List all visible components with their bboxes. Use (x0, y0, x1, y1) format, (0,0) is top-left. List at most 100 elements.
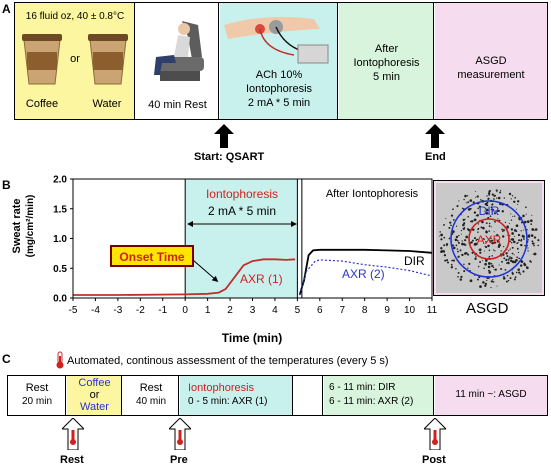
sweat-dot (474, 190, 476, 192)
sweat-dot (485, 222, 488, 225)
sweat-dot (513, 254, 515, 256)
end-label: End (425, 151, 446, 163)
sweat-dot (533, 236, 537, 239)
sweat-dot (443, 254, 447, 257)
sweat-dot (487, 192, 491, 195)
x-tick-label: -3 (113, 305, 122, 316)
sweat-dot (484, 245, 486, 247)
sweat-dot (513, 200, 516, 204)
sweat-dot (520, 243, 523, 247)
sweat-dot (474, 257, 477, 261)
sweat-dot (519, 273, 522, 275)
sweat-dot (492, 208, 495, 211)
x-tick-label: -5 (69, 305, 78, 316)
sweat-dot (493, 242, 495, 244)
sweat-dot (467, 253, 470, 256)
sweat-dot (446, 261, 450, 264)
sweat-dot (525, 213, 527, 215)
sweat-dot (493, 231, 495, 233)
sweat-dot (443, 250, 446, 253)
sweat-dot (517, 251, 519, 254)
x-tick-label: 5 (295, 305, 301, 316)
sweat-dot (476, 195, 479, 198)
water-cup-icon (88, 34, 128, 85)
sweat-dot (530, 223, 533, 225)
sweat-dot (494, 221, 497, 223)
sweat-dot (459, 278, 463, 281)
sweat-dot (438, 235, 440, 237)
sweat-dot (450, 224, 452, 227)
sweat-dot (500, 190, 502, 192)
sweat-dot (483, 238, 485, 241)
sweat-dot (450, 266, 453, 269)
sweat-dot (452, 230, 455, 233)
sweat-dot (484, 282, 488, 286)
pre-measure-icon (169, 418, 191, 450)
sweat-dot (490, 237, 492, 240)
sweat-dot (467, 208, 471, 211)
series-line-axr-1 (73, 258, 296, 296)
sweat-dot (460, 275, 463, 279)
sweat-dot (461, 253, 464, 257)
sweat-dot (458, 234, 460, 237)
sweat-dot (520, 260, 524, 263)
sweat-dot (491, 265, 494, 268)
x-tick-label: -2 (136, 305, 145, 316)
drink-c-box: Coffee or Water (67, 376, 122, 415)
sweat-dot (480, 199, 482, 201)
sweat-dot (508, 222, 510, 224)
sweat-dot (514, 261, 517, 264)
sweat-dot (452, 208, 454, 211)
sweat-dot (450, 214, 454, 217)
y-axis-label: Sweat rate (11, 198, 23, 253)
sweat-dot (487, 238, 490, 241)
sweat-dot (473, 211, 477, 214)
sweat-dot (491, 255, 493, 257)
dir-label: DIR (404, 254, 425, 268)
axr1-label: AXR (1) (240, 272, 283, 286)
sweat-dot (511, 252, 514, 255)
sweat-dot (456, 205, 459, 208)
ionto-c-title: Iontophoresis (188, 382, 255, 394)
sweat-dot (485, 246, 488, 249)
sweat-dot (513, 240, 516, 244)
iontophoresis-region (185, 179, 298, 298)
x-axis-label: Time (min) (222, 331, 282, 345)
sweat-dot (465, 202, 467, 204)
sweat-dot (496, 239, 500, 243)
coffee-cup-icon (22, 34, 62, 85)
sweat-dot (492, 279, 494, 281)
sweat-dot (515, 258, 518, 262)
sweat-dot (518, 271, 521, 274)
sweat-dot (509, 256, 511, 258)
x-tick-label: -1 (158, 305, 167, 316)
sweat-dot (495, 189, 498, 192)
ach-line1: ACh 10% (255, 69, 303, 81)
sweat-dot (513, 260, 515, 262)
sweat-dot (507, 227, 509, 229)
sweat-dot (477, 207, 480, 210)
post-c-line2: 6 - 11 min: AXR (2) (329, 396, 414, 407)
axr2-label: AXR (2) (342, 267, 385, 281)
sweat-dot (520, 230, 522, 232)
sweat-dot (508, 257, 511, 259)
sweat-dot (509, 259, 513, 263)
sweat-dot (443, 249, 445, 251)
sweat-dot (461, 207, 464, 209)
sweat-dot (493, 212, 496, 215)
sweat-dot (485, 230, 488, 233)
sweat-dot (487, 197, 490, 200)
y-tick-label: 0.5 (53, 264, 67, 275)
sweat-dot (482, 281, 485, 284)
sweat-dot (517, 257, 519, 259)
drink-condition: 16 fluid oz, 40 ± 0.8°C (25, 11, 125, 22)
sweat-dot (472, 201, 475, 204)
sweat-dot (517, 233, 521, 237)
post-c-line1: 6 - 11 min: DIR (329, 382, 396, 393)
sweat-dot (463, 270, 466, 273)
sweat-dot (511, 195, 514, 197)
post-c-box: 6 - 11 min: DIR 6 - 11 min: AXR (2) (324, 376, 434, 415)
panel-letter-a: A (2, 2, 11, 16)
sweat-dot (494, 238, 496, 240)
x-tick-label: 4 (272, 305, 278, 316)
